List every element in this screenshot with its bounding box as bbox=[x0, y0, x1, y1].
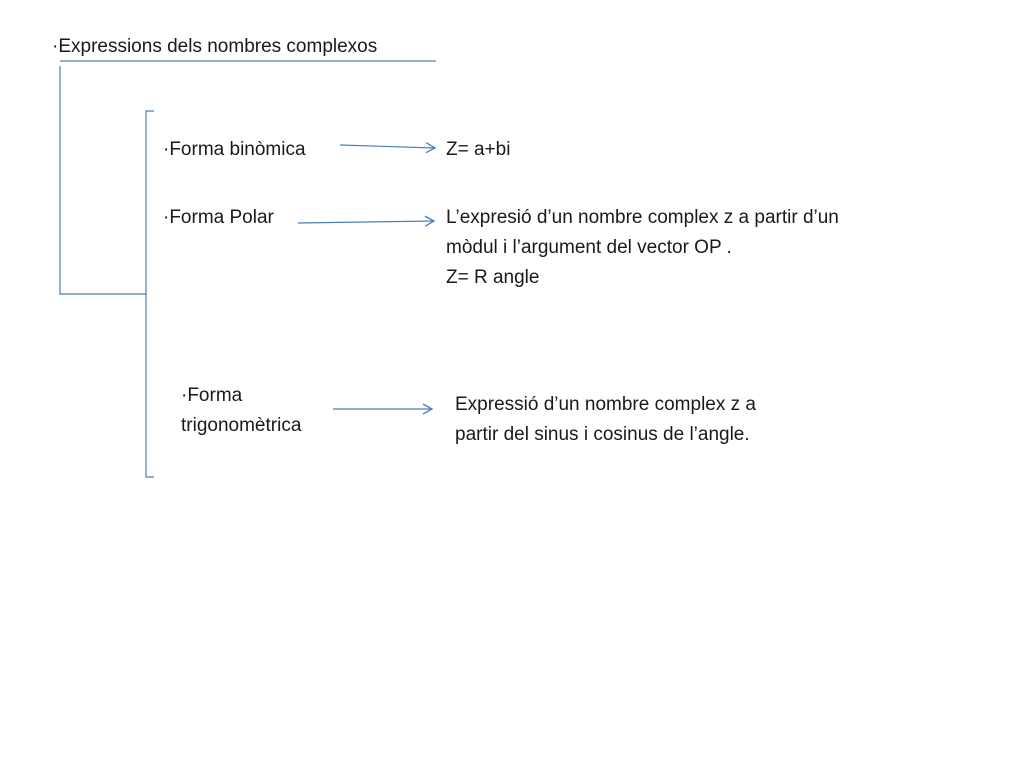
description-line: mòdul i l’argument del vector OP . bbox=[446, 237, 732, 258]
label-forma-trigonometrica: ·Forma trigonomètrica bbox=[181, 381, 301, 441]
outer-bracket bbox=[59, 66, 146, 295]
description-forma-polar: L’expresió d’un nombre complex z a parti… bbox=[446, 203, 1006, 293]
inner-bracket bbox=[145, 110, 154, 478]
slide-title: ·Expressions dels nombres complexos bbox=[52, 36, 378, 57]
label-line: ·Forma binòmica bbox=[163, 139, 306, 160]
arrow-polar bbox=[297, 215, 436, 227]
arrow-binomica bbox=[339, 142, 437, 154]
label-forma-binomica: ·Forma binòmica bbox=[163, 135, 306, 165]
description-forma-binomica: Z= a+bi bbox=[446, 135, 510, 165]
label-line: ·Forma bbox=[181, 385, 243, 406]
label-line: ·Forma Polar bbox=[163, 207, 274, 228]
description-forma-trigonometrica: Expressió d’un nombre complex z a partir… bbox=[455, 390, 975, 450]
label-line: trigonomètrica bbox=[181, 415, 302, 436]
description-line: Z= R angle bbox=[446, 267, 540, 288]
description-line: Expressió d’un nombre complex z a bbox=[455, 394, 756, 415]
label-forma-polar: ·Forma Polar bbox=[163, 203, 274, 233]
description-line: Z= a+bi bbox=[446, 139, 511, 160]
description-line: partir del sinus i cosinus de l’angle. bbox=[455, 424, 750, 445]
description-line: L’expresió d’un nombre complex z a parti… bbox=[446, 207, 839, 228]
